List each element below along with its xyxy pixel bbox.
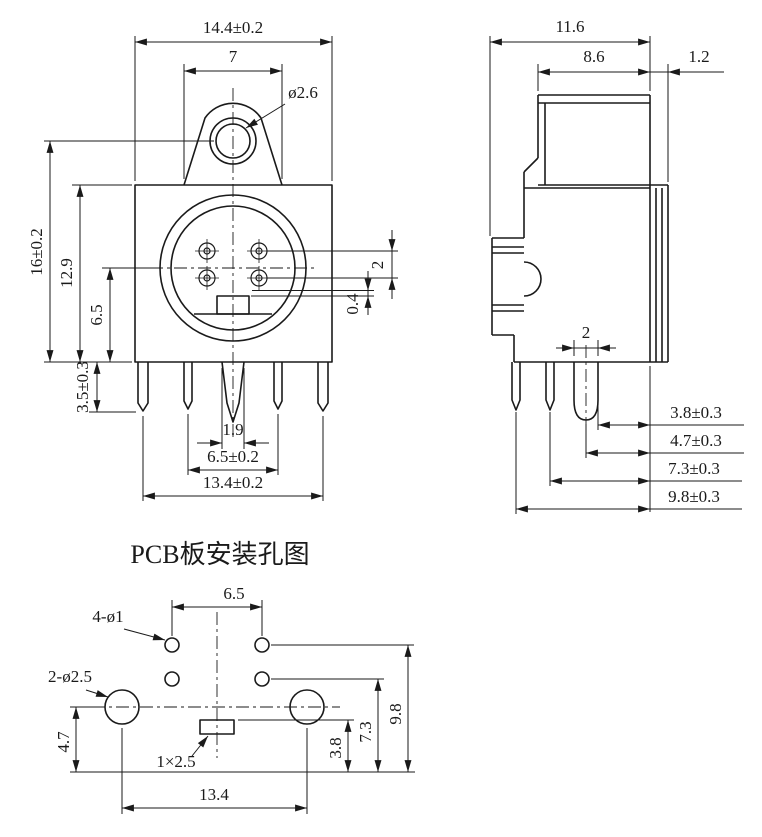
pcb-small-hole-tl [164,637,180,653]
side-spring-clip [523,261,542,297]
front-dim-pin-span: 6.5±0.2 [207,447,259,466]
side-dim-flange: 1.2 [688,47,709,66]
side-view-outline [491,94,669,421]
side-dim-pin1: 3.8±0.3 [670,403,722,422]
pcb-label-big-holes: 2-ø2.5 [48,667,92,686]
front-dimension-lines [44,36,398,501]
side-dim-depth-total: 11.6 [555,17,584,36]
pcb-dim-width: 13.4 [199,785,229,804]
side-dim-depth-body: 8.6 [583,47,604,66]
front-right-pin [273,362,283,410]
front-centerlines [150,88,318,440]
front-center-pin [221,361,245,423]
front-left-leg [137,362,149,412]
front-dim-key-offset: 0.4 [343,293,362,315]
front-dim-hole: ø2.6 [288,83,318,102]
front-right-leg [317,362,329,412]
front-dim-width-total: 14.4±0.2 [203,18,263,37]
pcb-dim-row2: 7.3 [356,721,375,742]
front-mounting-ear [183,102,283,186]
pcb-label-slot: 1×2.5 [156,752,195,771]
pcb-small-hole-br [254,671,270,687]
side-dimension-labels: 11.6 8.6 1.2 2 3.8±0.3 4.7±0.3 7.3±0.3 9… [555,17,721,506]
pcb-small-hole-tr [254,637,270,653]
pcb-view-title: PCB板安装孔图 [130,540,309,569]
side-pin-2 [545,362,555,411]
pcb-label-small-holes: 4-ø1 [92,607,123,626]
front-view: 14.4±0.2 7 ø2.6 16±0.2 12.9 6.5 3.5±0.3 … [27,18,398,501]
pcb-dimension-labels: 6.5 4-ø1 2-ø2.5 4.7 1×2.5 3.8 7.3 9.8 13… [48,584,405,804]
side-view: 11.6 8.6 1.2 2 3.8±0.3 4.7±0.3 7.3±0.3 9… [489,17,744,514]
front-dim-height-body: 12.9 [57,258,76,288]
front-dim-ear-width: 7 [229,47,238,66]
front-dim-leg-span: 13.4±0.2 [203,473,263,492]
side-dimension-lines [489,36,744,514]
side-pin-1 [511,362,521,411]
side-dim-pin4: 9.8±0.3 [668,487,720,506]
front-dim-pin-row-pitch: 2 [368,261,387,270]
side-dim-pin3: 7.3±0.3 [668,459,720,478]
pcb-dim-row1: 9.8 [386,703,405,724]
front-dim-pin-length: 3.5±0.3 [73,361,92,413]
side-dim-pin-pitch: 2 [582,323,591,342]
pcb-dimension-lines [70,600,415,814]
front-dim-height-total: 16±0.2 [27,228,46,276]
front-body [134,184,333,363]
front-dim-pin-width: 1.9 [222,420,243,439]
front-dimension-labels: 14.4±0.2 7 ø2.6 16±0.2 12.9 6.5 3.5±0.3 … [27,18,387,492]
pcb-view: PCB板安装孔图 [48,540,415,814]
side-dim-pin2: 4.7±0.3 [670,431,722,450]
pcb-small-hole-bl [164,671,180,687]
pcb-dim-hole-cols: 6.5 [223,584,244,603]
pcb-centerlines [92,612,340,758]
front-left-pin [183,362,193,410]
pcb-dim-big-hole-row: 4.7 [54,731,73,753]
pcb-dim-slot-row: 3.8 [326,737,345,758]
front-view-outline [134,102,333,423]
front-dim-center-to-bottom: 6.5 [87,304,106,325]
